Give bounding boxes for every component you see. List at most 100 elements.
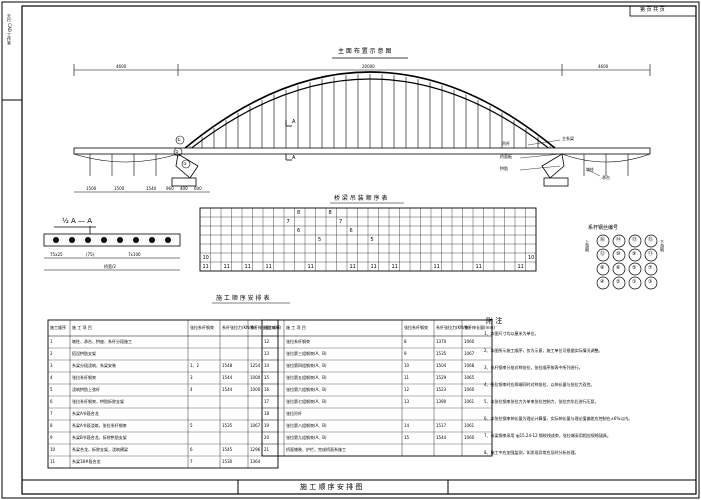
construction-row-cell: 7 — [190, 459, 193, 464]
legend-circle-number: ⑨ — [632, 251, 637, 257]
hanger-cell: 7 — [286, 218, 290, 225]
hanger-cell: 5 — [370, 236, 374, 243]
construction-row-cell: 1517 — [436, 423, 447, 428]
construction-row-cell: 张拉第五组钢束(A、B) — [286, 375, 327, 380]
note-item: 4、张拉钢束时应两端同时对称张拉，以伸长量与张拉力双控。 — [484, 382, 595, 387]
dim-bottom-1: 1500 — [86, 186, 97, 191]
dim-bottom-3: 1540 — [146, 186, 157, 191]
construction-row-cell: 1000 — [250, 387, 261, 392]
hanger-cell: 10 — [528, 254, 535, 261]
construction-row-cell: 1529 — [436, 375, 447, 380]
legend-circle — [596, 276, 610, 290]
construction-row-cell: 1067 — [464, 351, 475, 356]
hanger-cell: 11 — [475, 263, 482, 270]
legend-circle — [596, 248, 610, 262]
construction-row-cell: 1060 — [464, 435, 475, 440]
legend-circle-number: ⑭ — [616, 237, 622, 243]
callout-pier: 墩柱 — [586, 167, 594, 172]
legend-circle — [628, 248, 642, 262]
construction-row-cell: 张拉第七组钢束(A、B) — [286, 399, 327, 404]
legend-circle-number: ⑦ — [648, 265, 653, 271]
callout-deck: 桥面板 — [500, 154, 512, 159]
construction-row-cell: 浇筑拱肋上弦杆 — [72, 387, 100, 392]
construction-row-cell: 系梁A节段浇筑，张拉系杆钢束 — [72, 423, 127, 428]
construction-row-cell: 桥面铺装、护栏，完成桥面系施工 — [286, 447, 346, 452]
dim-bottom-5: 400 — [180, 186, 188, 191]
construction-row-cell: 17 — [264, 399, 270, 404]
construction-row-cell: 14 — [264, 363, 270, 368]
legend-circle-number: ④ — [600, 279, 605, 285]
table-header: 施工顺序 — [50, 325, 66, 330]
note-item: 3、系杆钢束分批对称张拉，张拉顺序按表中所列进行。 — [484, 365, 583, 370]
legend-circle-number: ① — [632, 279, 637, 285]
void-hole — [133, 237, 139, 243]
legend-circle-number: ③ — [648, 279, 653, 285]
hanger-cell: 11 — [244, 263, 251, 270]
construction-row-cell: 1000 — [250, 375, 261, 380]
construction-row-cell: 1068 — [464, 363, 475, 368]
table-header: 施 工 项 目 — [72, 325, 92, 330]
construction-row-cell: 9 — [404, 351, 407, 356]
construction-row-cell: 10 — [50, 447, 56, 452]
construction-row-cell: 1535 — [436, 351, 447, 356]
construction-row-cell: 张拉第四组钢束(A、B) — [286, 363, 327, 368]
hanger-cell: 10 — [202, 254, 209, 261]
table-header: 系杆伸长量(mm) — [464, 325, 495, 330]
hanger-cell: 11 — [349, 263, 356, 270]
construction-row-cell: 10 — [404, 363, 410, 368]
construction-row-cell: 张拉第六组钢束(A、B) — [286, 387, 327, 392]
construction-row-cell: 1390 — [436, 399, 447, 404]
construction-row-cell: 张拉系杆钢束 — [286, 339, 310, 344]
table-header: 张拉系杆钢束 — [404, 325, 428, 330]
elevation-title: 主 面 布 置 示 意 图 — [338, 48, 392, 55]
construction-row-cell: 13 — [264, 351, 270, 356]
dim-bottom-6: 600 — [194, 186, 202, 191]
hanger-cell: 11 — [265, 263, 272, 270]
note-item: 6、本张拉钢束伸长量为理论计算值，实际伸长量与理论值偏差应控制在±6%以内。 — [484, 416, 633, 421]
hanger-cell: 5 — [318, 236, 322, 243]
construction-row-cell: 1545 — [222, 447, 233, 452]
side-label: 天行 CAD 工作室 — [7, 14, 12, 46]
note-item: 8、施工中应加强监测，如发现异常应及时分析处理。 — [484, 450, 579, 455]
construction-row-cell: 1061 — [464, 399, 475, 404]
construction-row-cell: 1、2 — [190, 363, 200, 368]
construction-row-cell: 1 — [50, 339, 53, 344]
table-header: 系杆伸长量(mm) — [250, 325, 281, 330]
legend-title: 系杆钢丝编号 — [588, 225, 619, 231]
construction-row-cell: 1535 — [222, 423, 233, 428]
legend-circle — [644, 248, 658, 262]
legend-circle — [644, 234, 658, 248]
legend-circle — [612, 262, 626, 276]
legend-circle-number: ⑮ — [648, 237, 654, 243]
construction-row-cell: 9 — [50, 435, 53, 440]
legend-circle — [612, 248, 626, 262]
construction-row-cell: 1061 — [464, 423, 475, 428]
page-indicator: 第 页 共 页 — [640, 7, 665, 13]
hanger-cell: 8 — [328, 209, 332, 216]
hanger-cell: 11 — [391, 263, 398, 270]
construction-row-cell: 6 — [50, 399, 53, 404]
note-item: 1、本图尺寸均以厘米为单位。 — [484, 331, 539, 336]
callout-hanger: 吊杆 — [502, 141, 510, 146]
legend-circle — [612, 276, 626, 290]
circle-mark-3: ③ — [183, 161, 187, 166]
table-header: 施 工 项 目 — [286, 325, 306, 330]
construction-row-cell: 15 — [404, 435, 410, 440]
construction-row-cell: 18 — [264, 411, 270, 416]
construction-row-cell: 系梁A节段合龙 — [72, 411, 99, 416]
legend-circle-number: ⑬ — [632, 237, 638, 243]
circle-mark-1: ① — [177, 137, 181, 142]
void-hole — [117, 237, 123, 243]
construction-table-title: 施 工 顺 序 安 排 表 — [216, 295, 270, 302]
hanger-cell: 6 — [349, 227, 353, 234]
construction-row-cell: 8 — [50, 423, 53, 428]
note-item: 5、本张拉钢束张拉力为单束张拉控制力，张拉完毕后进行压浆。 — [484, 399, 599, 404]
callout-arch-rib: 拱肋 — [500, 166, 508, 171]
construction-row-cell: 1254 — [250, 363, 261, 368]
legend-circle-number: ⑧ — [600, 265, 605, 271]
cross-dim-2: (75) — [86, 252, 95, 257]
